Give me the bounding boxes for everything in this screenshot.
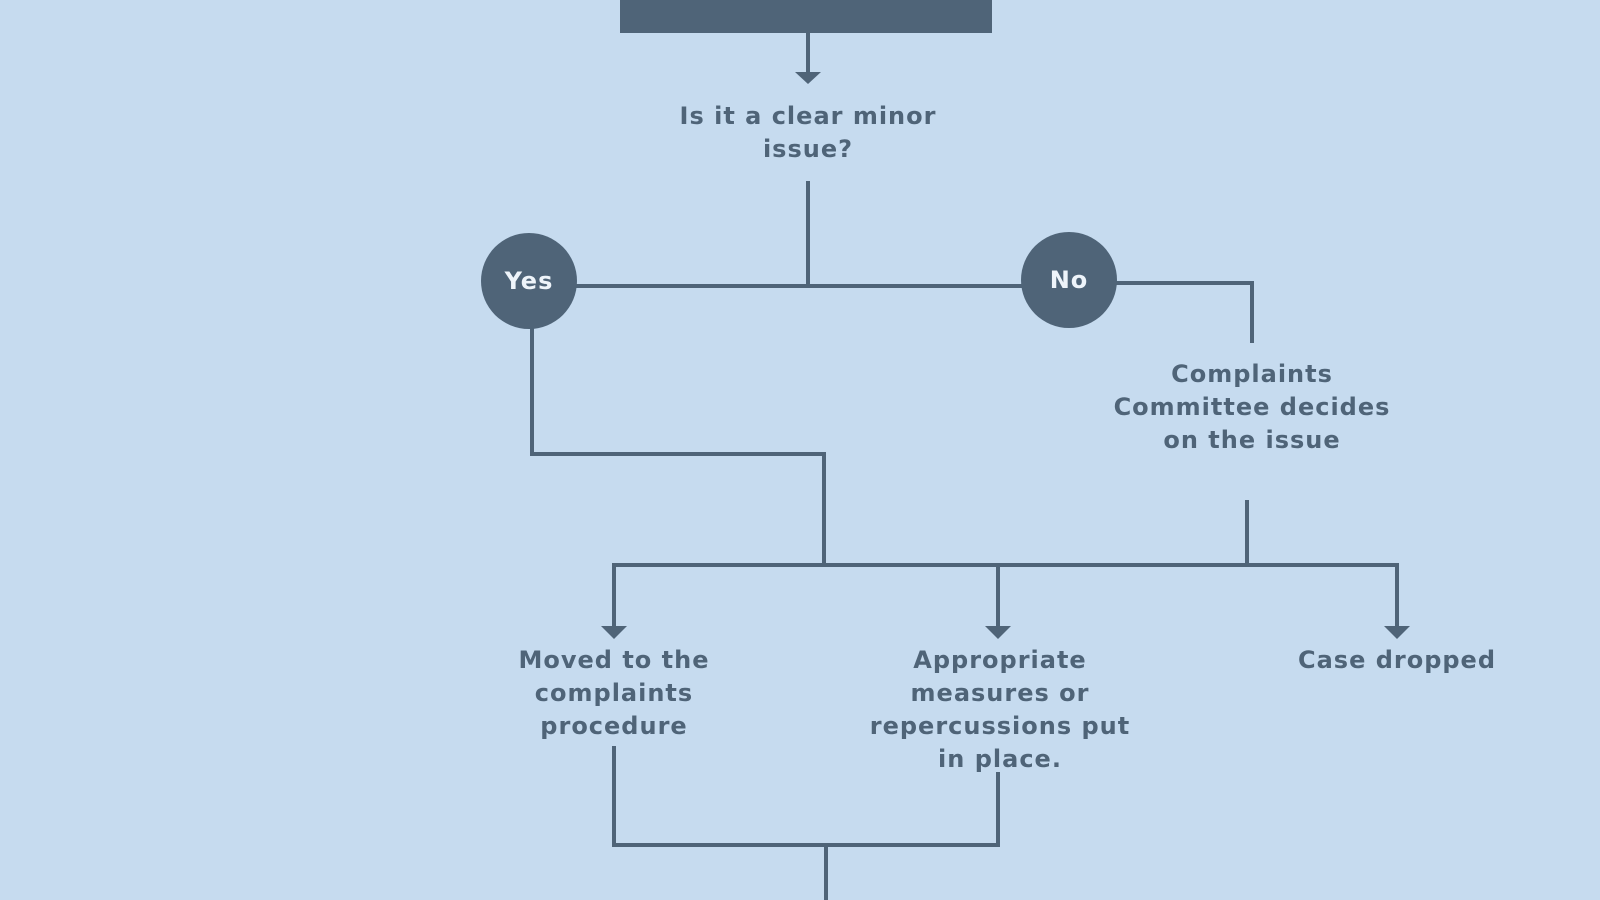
moved-label: Moved to the complaints procedure: [518, 646, 710, 740]
arrowhead-moved: [601, 626, 627, 639]
connector-moved-down: [612, 746, 1000, 847]
measures-label: Appropriate measures or repercussions pu…: [869, 646, 1131, 773]
arrowhead-dropped: [1384, 626, 1410, 639]
top-process-box: [620, 0, 992, 33]
connector-yes-down: [530, 328, 826, 567]
yes-node: Yes: [481, 233, 577, 329]
arrowhead-measures: [985, 626, 1011, 639]
question-label: Is it a clear minor issue?: [679, 102, 937, 163]
no-node: No: [1021, 232, 1117, 328]
committee-label: Complaints Committee decides on the issu…: [1113, 360, 1391, 454]
dropped-label: Case dropped: [1297, 646, 1497, 674]
arrowhead-question: [795, 72, 821, 84]
connector-no-to-committee: [1115, 281, 1254, 343]
